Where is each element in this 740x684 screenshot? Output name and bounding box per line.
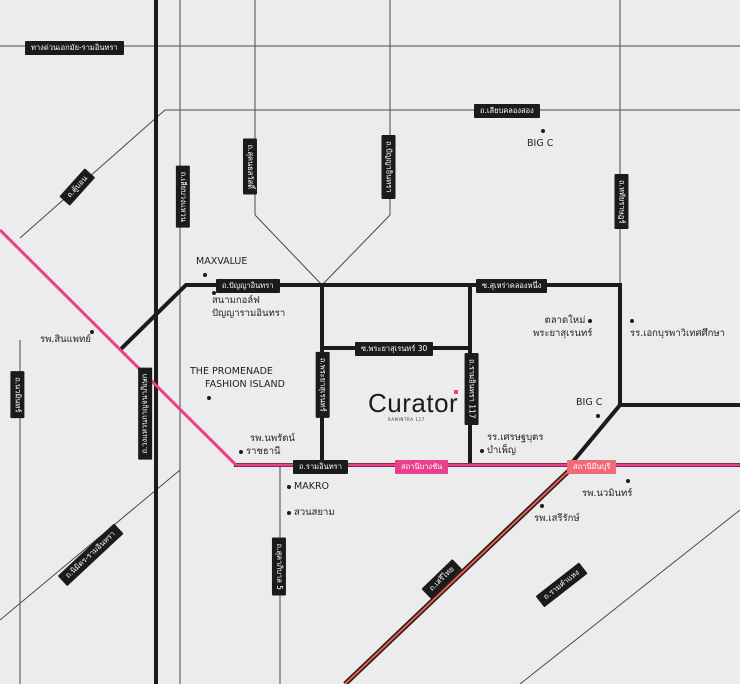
dot-icon: [239, 449, 243, 454]
poi-label: รพ.สินแพทย์: [40, 334, 91, 345]
poi-label: สนามกอล์ฟ: [212, 295, 260, 306]
poi-label: ตลาดใหม่: [544, 315, 586, 326]
poi-label: รพ.เสรีรักษ์: [534, 513, 580, 524]
dot-icon: [540, 503, 544, 508]
road-line-panya-inthra-diag: [321, 214, 391, 286]
road-label-hathai-rat: ถ.หทัยราษฎร์: [614, 174, 629, 230]
poi-label: บำเพ็ญ: [487, 445, 516, 456]
poi-promenade: THE PROMENADE: [190, 365, 273, 378]
dot-icon: [541, 128, 545, 133]
dot-icon: [588, 318, 593, 323]
dot-icon: [212, 291, 216, 295]
poi-label: รพ.นพรัตน์: [250, 433, 295, 444]
poi-label: BIG C: [576, 397, 603, 408]
road-label-panya-inthra-north: ถ.ปัญญาอินทรา: [382, 135, 396, 199]
poi-label: รพ.นวมินทร์: [582, 488, 633, 499]
rail-line-orange: [344, 464, 576, 684]
station-min-buri: สถานีมีนบุรี: [567, 460, 617, 474]
poi-ekburapha: รร.เอกบุรพาวิเทศศึกษา: [630, 314, 725, 340]
dot-icon: [90, 330, 94, 334]
poi-label: THE PROMENADE: [190, 366, 273, 377]
road-label-phraya-suren: ถ.พระยาสุเรนทร์: [316, 351, 330, 418]
poi-label: BIG C: [527, 138, 554, 149]
poi-label: รร.เอกบุรพาวิเทศศึกษา: [630, 328, 725, 339]
dot-icon: [207, 395, 211, 400]
road-label-ramintra-117: ถ.รามอินทรา 117: [465, 352, 479, 425]
road-label-expressway: ทางด่วนเอกมัย-รามอินทรา: [25, 41, 124, 55]
poi-label: รร.เศรษฐบุตร: [487, 432, 544, 443]
road-line-panya-inthra: [119, 283, 622, 468]
poi-label: MAXVALUE: [196, 256, 248, 267]
poi-talat-mai: ตลาดใหม่ พระยาสุเรนทร์: [533, 314, 593, 340]
road-label-panya-inthra: ถ.ปัญญาอินทรา: [216, 279, 280, 293]
road-label-suhrao-khlong-nueng: ซ.สุเหร่าคลองหนึ่ง: [476, 279, 548, 293]
road-line-sukhonthasawat-diag: [254, 214, 323, 286]
poi-big-c-north: BIG C: [527, 124, 553, 150]
poi-nawamin-hospital: รพ.นวมินทร์: [582, 474, 632, 500]
dot-icon: [287, 510, 291, 515]
poi-serirak: รพ.เสรีรักษ์: [534, 499, 580, 525]
road-label-sukhaphiban-5: ถ.สุคาภิบาล 5: [272, 537, 286, 596]
poi-golf: สนามกอล์ฟ ปัญญารามอินทรา: [212, 291, 286, 320]
dot-icon: [596, 413, 600, 418]
poi-fashion-island: FASHION ISLAND: [205, 378, 285, 404]
project-logo: Curator RAMINTRA 117: [368, 388, 458, 422]
station-bang-chan: สถานีบางชัน: [395, 460, 449, 474]
poi-label: FASHION ISLAND: [205, 379, 285, 390]
dot-icon: [480, 448, 484, 453]
project-sub: RAMINTRA 117: [388, 417, 425, 422]
road-label-nawamin: ถ.นวมินทร์: [10, 371, 25, 419]
poi-label: สวนสยาม: [294, 507, 335, 518]
road-line-ramkhamhaeng: [519, 509, 740, 684]
road-label-sukhonthasawat: ถ.สุคนธสวัสดิ์: [243, 138, 257, 195]
poi-siam-park: สวนสยาม: [287, 506, 335, 519]
poi-label: พระยาสุเรนทร์: [533, 328, 593, 339]
pink-square-icon: [454, 390, 458, 394]
dot-icon: [626, 478, 630, 483]
poi-label: ปัญญารามอินทรา: [212, 308, 286, 319]
road-label-ramintra: ถ.รามอินทรา: [293, 460, 348, 474]
dot-icon: [203, 272, 207, 277]
poi-sinphat: รพ.สินแพทย์: [40, 330, 94, 346]
road-label-khlong-song: ถ.เลียบคลองสอง: [474, 104, 540, 118]
poi-makro: MAKRO: [287, 480, 329, 493]
poi-setthabut: รร.เศรษฐบุตร บำเพ็ญ: [480, 431, 543, 457]
road-label-kanchanaphisek: ถ.วงแหวนกาญจนาภิเษก: [138, 367, 152, 460]
dot-icon: [630, 318, 634, 323]
poi-nopparat: รพ.นพรัตน์ ราชธานี: [239, 432, 295, 458]
road-label-soi-30: ซ.พระยาสุเรนทร์ 30: [355, 342, 434, 356]
poi-label: ราชธานี: [246, 446, 281, 457]
poi-big-c-east: BIG C: [576, 396, 602, 422]
road-label-liap-wong-waen: ถ.เลียบวงแหวน: [176, 165, 190, 228]
poi-label: MAKRO: [294, 481, 330, 492]
poi-maxvalue: MAXVALUE: [196, 255, 247, 281]
dot-icon: [287, 484, 291, 489]
road-line-khubon: [19, 109, 166, 239]
project-brand: Curator: [368, 388, 459, 418]
